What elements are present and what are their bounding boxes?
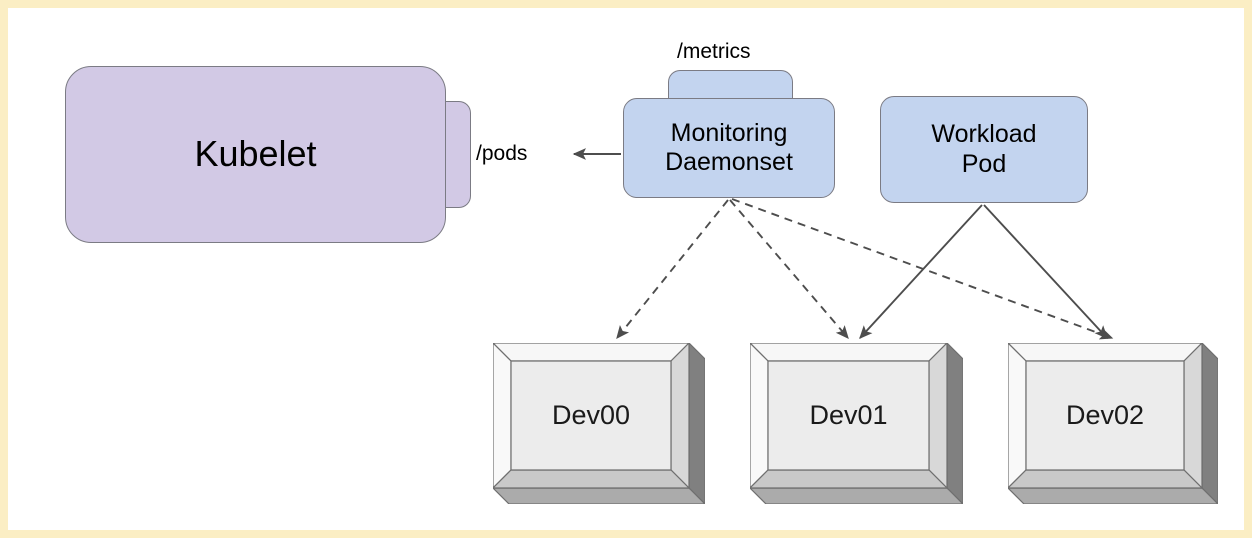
edge-workload-to-dev02	[983, 204, 1108, 339]
device-3d-icon	[750, 343, 963, 504]
edge-monitoring-to-dev00	[616, 199, 729, 340]
metrics-endpoint-tab	[668, 70, 793, 101]
connector-layer	[572, 148, 1114, 340]
pods-endpoint-tab	[442, 101, 471, 208]
edge-monitoring-to-dev01	[729, 199, 849, 340]
edge-workload-to-dev01	[859, 204, 983, 339]
edge-monitoring-to-dev02	[731, 198, 1114, 340]
device-node-dev02[interactable]: Dev02	[1008, 343, 1218, 504]
workload-pod-node[interactable]	[880, 96, 1088, 203]
device-3d-icon	[493, 343, 705, 504]
device-3d-icon	[1008, 343, 1218, 504]
metrics-endpoint-label: /metrics	[677, 40, 751, 63]
device-node-dev00[interactable]: Dev00	[493, 343, 705, 504]
device-node-dev01[interactable]: Dev01	[750, 343, 963, 504]
monitoring-daemonset-node[interactable]	[623, 98, 835, 198]
pods-endpoint-label: /pods	[476, 142, 528, 165]
kubelet-node[interactable]	[65, 66, 446, 243]
